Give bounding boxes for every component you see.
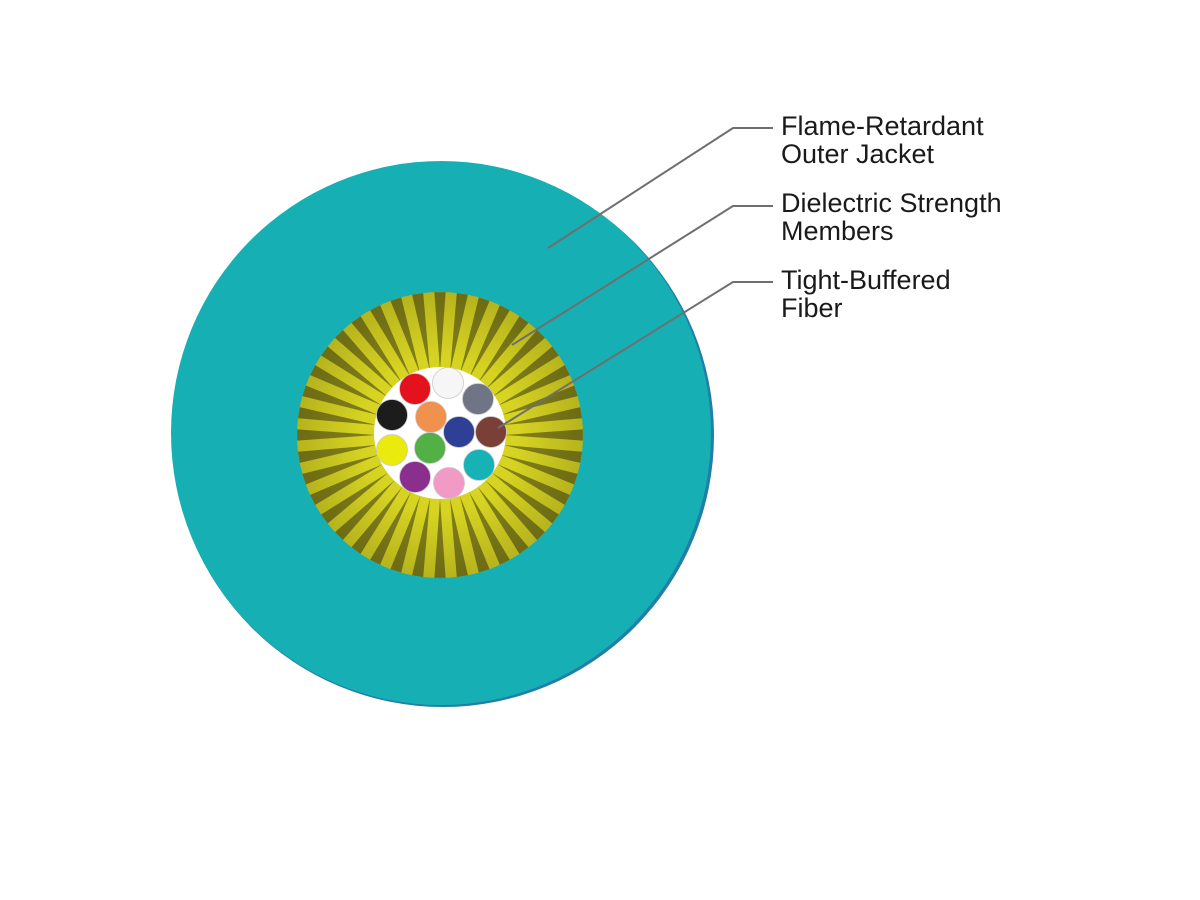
- fiber-blue: [443, 416, 475, 448]
- label-tight-buffered-fiber-line2: Fiber: [781, 293, 843, 323]
- leader-line-outer-jacket: [547, 127, 773, 249]
- fiber-green: [414, 432, 446, 464]
- fiber-rose: [433, 467, 465, 499]
- fiber-violet: [399, 461, 431, 493]
- fiber-black: [376, 399, 408, 431]
- fiber-aqua: [463, 449, 495, 481]
- fiber-yellow: [376, 434, 408, 466]
- fiber-brown: [475, 416, 507, 448]
- tight-buffered-fibers: [376, 367, 507, 499]
- label-strength-members-line1: Dielectric Strength: [781, 188, 1002, 218]
- leader-lines: [497, 127, 773, 429]
- label-strength-members-line2: Members: [781, 216, 894, 246]
- fiber-red: [399, 373, 431, 405]
- label-tight-buffered-fiber-line1: Tight-Buffered: [781, 265, 951, 295]
- callout-labels: Flame-Retardant Outer Jacket Dielectric …: [781, 111, 1002, 323]
- leader-line-strength-members: [511, 205, 773, 346]
- fiber-orange: [415, 401, 447, 433]
- label-outer-jacket-line1: Flame-Retardant: [781, 111, 984, 141]
- leader-line-tight-buffered-fiber: [497, 281, 773, 429]
- label-outer-jacket-line2: Outer Jacket: [781, 139, 935, 169]
- fiber-slate: [462, 383, 494, 415]
- fiber-white: [432, 367, 464, 399]
